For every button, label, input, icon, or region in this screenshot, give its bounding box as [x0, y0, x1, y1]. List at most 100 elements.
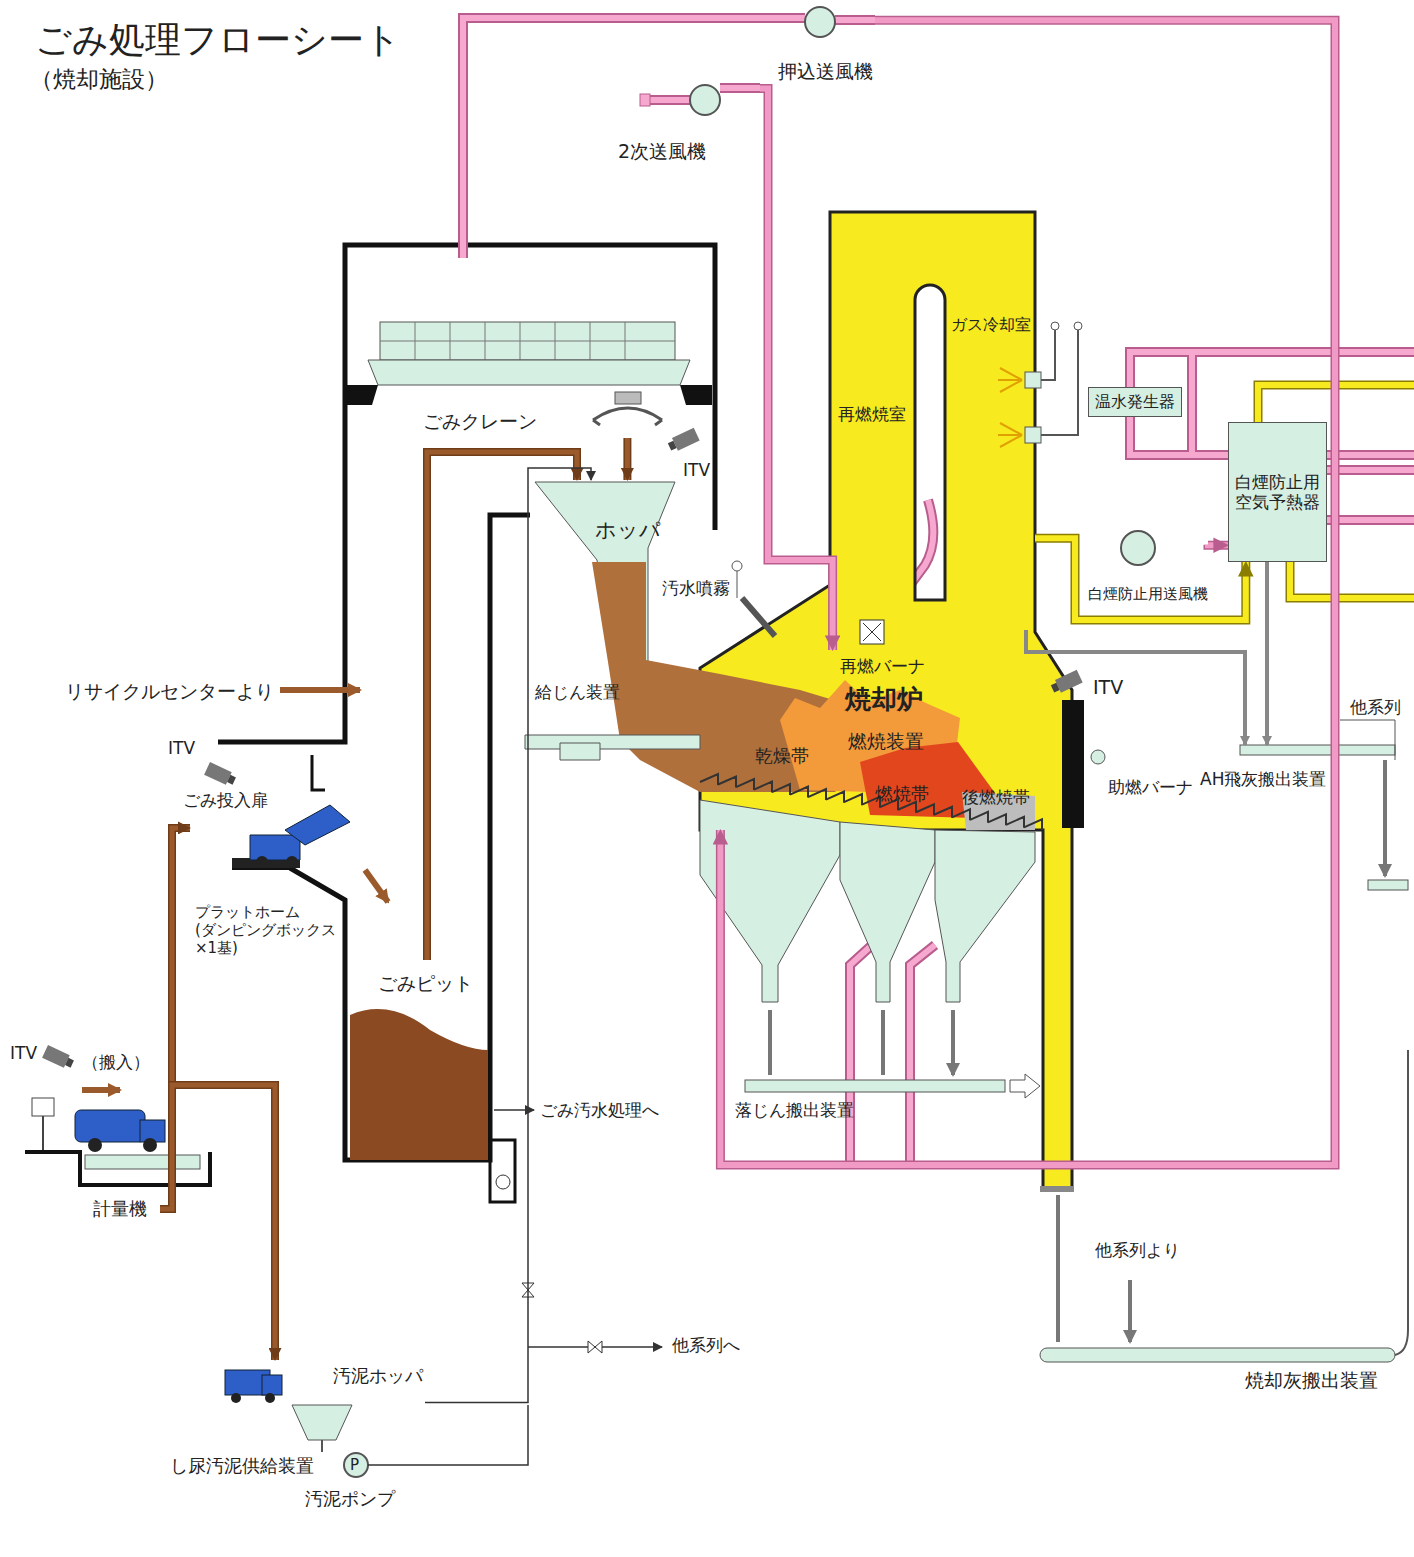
- part-label: 汚水噴霧: [662, 578, 730, 598]
- illustration-part: [265, 1393, 275, 1403]
- flow-connector: [625, 438, 630, 480]
- illustration-part: [1040, 1348, 1395, 1362]
- illustration-part: [805, 7, 835, 37]
- node-text: 後燃焼帯: [962, 787, 1030, 807]
- illustration-part: [668, 441, 677, 451]
- illustration-part: [286, 856, 298, 868]
- illustration-part: [560, 743, 600, 760]
- part-label: 助燃バーナ: [1108, 777, 1193, 797]
- node-text: 再燃焼室: [838, 404, 906, 424]
- illustration-part: [1091, 750, 1105, 764]
- hot-water-generator: 温水発生器: [1088, 387, 1182, 417]
- illustration-part: [1051, 322, 1059, 330]
- illustration-part: [700, 774, 1042, 830]
- grate-teeth: [700, 774, 1042, 830]
- caption: （焼却施設）: [30, 66, 168, 94]
- waste-pit: ごみピット: [350, 960, 490, 1160]
- illustration-part: [1074, 322, 1082, 330]
- platform: プラットホーム (ダンピングボックス ×1基): [190, 800, 345, 990]
- flow-connector: [1035, 538, 1246, 620]
- illustration-part: [1121, 531, 1155, 565]
- illustration-part: [85, 1155, 200, 1169]
- illustration-part: [667, 428, 700, 453]
- part-label: ITV: [683, 460, 710, 480]
- node-text: 落じん搬出装置: [735, 1100, 854, 1120]
- part-label: ITV: [10, 1043, 37, 1063]
- drying-zone: 乾燥帯: [755, 745, 817, 771]
- node-text: ごみクレーン: [423, 410, 537, 433]
- part-label: ごみ汚水処理へ: [540, 1100, 659, 1120]
- gas-cooling-chamber: ガス冷却室: [945, 290, 1035, 630]
- illustration-part: [350, 1009, 488, 1160]
- illustration-part: [496, 1175, 510, 1189]
- illustration-part: [588, 1341, 602, 1353]
- node-text: 焼却炉: [845, 684, 923, 715]
- illustration-part: [1040, 1186, 1074, 1192]
- node-text: 白煙防止用 空気予熱器: [1234, 472, 1321, 513]
- fly-ash-conveyor: AH飛灰搬出装置: [1200, 745, 1350, 795]
- node-text: ガス冷却室: [951, 315, 1031, 334]
- illustration-part: [1051, 683, 1060, 693]
- node-text: 2次送風機: [618, 140, 706, 163]
- pipe-outline: [427, 452, 577, 960]
- illustration-part: [344, 1453, 368, 1477]
- node-text: 乾燥帯: [755, 745, 809, 767]
- part-label: し尿汚泥供給装置: [170, 1455, 314, 1477]
- pipe-outline: [1035, 538, 1246, 620]
- flow-connector: [760, 88, 833, 650]
- illustration-part: [1050, 670, 1083, 695]
- part-label: リサイクルセンターより: [65, 680, 274, 703]
- illustration-part: [25, 1152, 210, 1185]
- flow-connector: [425, 468, 591, 1403]
- node-text: 白煙防止用送風機: [1088, 585, 1208, 603]
- part-label: 給じん装置: [535, 682, 620, 702]
- pipe-outline: [160, 1085, 275, 1360]
- node-text: AH飛灰搬出装置: [1200, 769, 1326, 789]
- pipe-outline: [623, 438, 631, 480]
- illustration-part: [280, 687, 360, 693]
- part-label: ITV: [168, 738, 195, 758]
- illustration-part: [463, 18, 1414, 1165]
- pipe-outline: [1208, 540, 1228, 549]
- part-label: P: [350, 1456, 359, 1474]
- illustration-part: [42, 1116, 44, 1150]
- illustration-part: [1368, 880, 1408, 890]
- illustration-part: [1010, 1074, 1040, 1098]
- illustration-part: [292, 1405, 352, 1440]
- illustration-part: [88, 1138, 102, 1152]
- illustration-part: [1395, 1050, 1408, 1355]
- illustration-part: [65, 1058, 74, 1068]
- illustration-part: [143, 1138, 157, 1152]
- illustration-part: [345, 385, 378, 405]
- illustration-part: [42, 1045, 75, 1070]
- node-text: 押込送風機: [778, 60, 873, 83]
- weighbridge: 計量機: [80, 1195, 160, 1223]
- part-label: ITV: [1093, 676, 1123, 699]
- node-text: 燃焼装置: [848, 730, 924, 753]
- illustration-part: [365, 870, 388, 902]
- illustration-part: [1240, 745, 1395, 755]
- flow-connector: [1208, 542, 1228, 548]
- illustration-part: [262, 1375, 282, 1395]
- secondary-fan: 2次送風機: [610, 85, 760, 170]
- plume-fan: 白煙防止用送風機: [1088, 528, 1208, 608]
- hopper: ホッパ: [535, 480, 675, 565]
- illustration-part: [690, 85, 720, 115]
- ash-conveyor: 焼却灰搬出装置: [1040, 1345, 1380, 1395]
- part-label: 他系列へ: [672, 1335, 740, 1355]
- illustration-part: [1383, 760, 1387, 876]
- illustration-part: [368, 1405, 528, 1465]
- illustration-part: [615, 392, 641, 404]
- illustration-part: [321, 1440, 323, 1452]
- illustration-part: [1025, 427, 1041, 443]
- illustration-part: [227, 775, 236, 785]
- node-text: 汚泥ホッパ: [333, 1365, 423, 1387]
- illustration-part: [463, 18, 1414, 1165]
- forced-draft-fan: 押込送風機: [775, 5, 875, 90]
- illustration-part: [840, 822, 935, 1002]
- illustration-part: [1058, 1195, 1130, 1342]
- flow-connector: [1267, 562, 1269, 745]
- illustration-part: [256, 856, 268, 868]
- illustration-part: [525, 735, 700, 749]
